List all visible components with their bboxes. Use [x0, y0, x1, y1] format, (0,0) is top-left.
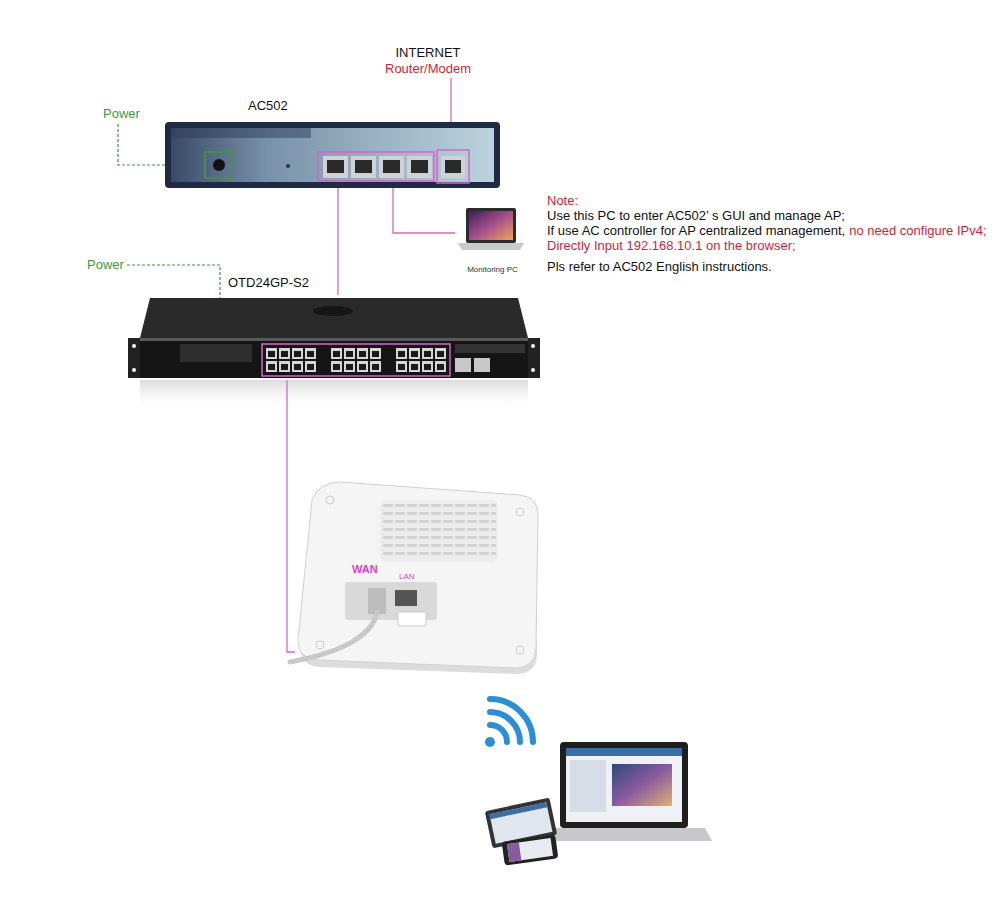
sfp-port [474, 358, 490, 372]
poe-switch: OTD24GP-S2 [128, 295, 540, 380]
laptop-base [458, 243, 524, 250]
wifi-arc [490, 725, 507, 742]
network-cable [287, 380, 295, 652]
port-highlight [262, 344, 450, 376]
rj45-socket [445, 160, 461, 173]
wifi-dot [485, 737, 495, 747]
connectors [287, 78, 455, 652]
switch-reflection [140, 380, 528, 412]
screen-photo [612, 764, 672, 806]
power-label: Power [87, 257, 124, 272]
switch-illustration [128, 298, 540, 412]
node-heading: INTERNET [396, 45, 461, 61]
status-led [286, 164, 290, 168]
power-leader [127, 265, 220, 298]
port-highlight [437, 150, 469, 183]
sfp-port [455, 358, 471, 372]
gateway-brand-strip [171, 128, 311, 138]
tablet-header [490, 802, 548, 819]
lan-ports [322, 156, 434, 178]
client-devices [485, 742, 712, 866]
switch-ports [330, 347, 382, 373]
power-jack [213, 159, 225, 171]
ap-screw [326, 496, 334, 504]
note-highlight: no need configure IPv4; [849, 223, 986, 238]
power-label: Power [103, 106, 140, 121]
ap-vents [382, 502, 496, 560]
led-panel [180, 344, 252, 362]
network-cable [393, 188, 455, 233]
gateway-device: AC502 [165, 122, 500, 188]
ap-screw [516, 646, 524, 654]
screen-header [566, 748, 682, 756]
screen-list [570, 760, 606, 812]
note-line: Pls refer to AC502 English instructions. [547, 259, 772, 274]
note-heading: Note: [547, 193, 578, 208]
rack-hole [132, 344, 136, 348]
ap-cable [290, 612, 377, 662]
switch-ports [395, 347, 447, 373]
ap-vent-panel [380, 500, 498, 562]
ap-screw [516, 508, 524, 516]
switch-ports [265, 347, 317, 373]
gateway-body [165, 122, 500, 188]
power-highlight [205, 152, 233, 178]
wifi-arc [490, 712, 520, 742]
device-name: AC502 [248, 98, 288, 113]
gateway-face [171, 128, 494, 182]
monitoring-pc: Monitoring PC [455, 203, 530, 275]
ap-screw [316, 641, 324, 649]
gateway-illustration [165, 122, 500, 188]
ap-sticker [398, 612, 426, 626]
port-highlight [318, 152, 434, 181]
rack-hole [531, 368, 535, 372]
phone-body [502, 834, 559, 865]
phone [502, 834, 559, 865]
laptop-lid [466, 208, 516, 243]
laptop-screen [469, 211, 513, 240]
network-cable [337, 188, 338, 295]
rack-hole [132, 368, 136, 372]
port-name: WAN [352, 563, 378, 576]
switch-edge [140, 338, 528, 341]
note-line: If use AC controller for AP centralized … [547, 223, 845, 238]
switch-vent [313, 306, 353, 316]
wifi-arc [490, 699, 533, 742]
internet-source: INTERNETRouter/Modem [382, 44, 474, 78]
device-name: OTD24GP-S2 [228, 275, 309, 290]
device-caption: Monitoring PC [467, 265, 518, 275]
rack-ear [128, 338, 142, 378]
network-cable [450, 78, 451, 122]
port-name: LAN [399, 572, 415, 582]
switch-front [140, 338, 528, 378]
rack-hole [531, 344, 535, 348]
laptop-screen [566, 748, 682, 822]
switch-badge [455, 344, 525, 353]
phone-image [507, 842, 521, 861]
laptop-lid [560, 742, 688, 828]
switch-top [140, 298, 528, 338]
rack-ear [526, 338, 540, 378]
ap-lan-port [395, 590, 417, 606]
wan-port [441, 156, 465, 178]
node-subtitle: Router/Modem [385, 61, 471, 77]
note-highlight: Directly Input 192.168.10.1 on the brows… [547, 238, 796, 253]
access-point-illustration [290, 482, 538, 674]
laptop-base [540, 828, 712, 841]
wifi-symbol [485, 699, 533, 747]
note-line: Use this PC to enter AC502’ s GUI and ma… [547, 208, 845, 223]
phone-screen [507, 838, 553, 862]
laptop-illustration [458, 208, 524, 250]
access-point: WAN LAN [295, 480, 540, 670]
ap-body [298, 482, 538, 668]
